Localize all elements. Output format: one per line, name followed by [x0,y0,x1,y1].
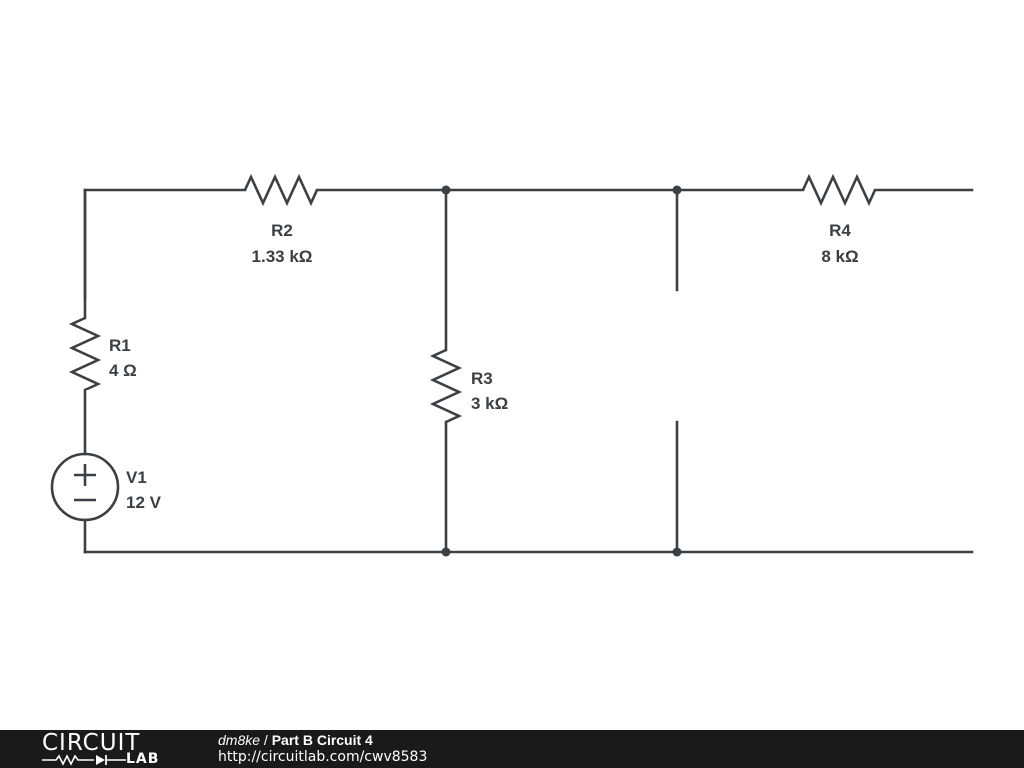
resistor-r3-symbol [429,348,463,424]
separator: / [260,732,272,748]
logo-circuit-icon [42,754,126,766]
r4-value-label: 8 kΩ [821,247,858,266]
junction-node [441,185,451,195]
logo-wordmark: CIRCUIT [42,730,141,756]
r2-name-label: R2 [271,221,293,240]
circuitlab-logo[interactable]: CIRCUIT LAB [40,731,180,767]
logo-lab-text: LAB [126,751,160,767]
plus-sign-icon [74,464,96,486]
r3-name-label: R3 [471,369,493,388]
circuit-meta: dm8ke / Part B Circuit 4 http://circuitl… [218,732,427,766]
author-link[interactable]: dm8ke [218,732,261,748]
r2-value-label: 1.33 kΩ [252,247,313,266]
circuit-schematic: R2 1.33 kΩ R4 8 kΩ R1 4 Ω R3 3 kΩ V1 12 … [50,173,974,557]
junction-node [672,547,682,557]
r1-name-label: R1 [109,336,131,355]
circuit-url-link[interactable]: http://circuitlab.com/cwv8583 [218,749,428,765]
resistor-r4-symbol [801,173,877,207]
circuit-title: Part B Circuit 4 [271,732,373,748]
resistor-r2-symbol [243,173,319,207]
r4-name-label: R4 [829,221,851,240]
r1-value-label: 4 Ω [109,361,137,380]
v1-name-label: V1 [126,468,147,487]
junction-node [441,547,451,557]
resistor-r1-symbol [68,316,102,392]
r3-value-label: 3 kΩ [471,394,508,413]
junction-node [672,185,682,195]
v1-value-label: 12 V [126,493,162,512]
footer-bar: CIRCUIT LAB dm8ke / Part B Circuit 4 htt… [0,730,1024,768]
